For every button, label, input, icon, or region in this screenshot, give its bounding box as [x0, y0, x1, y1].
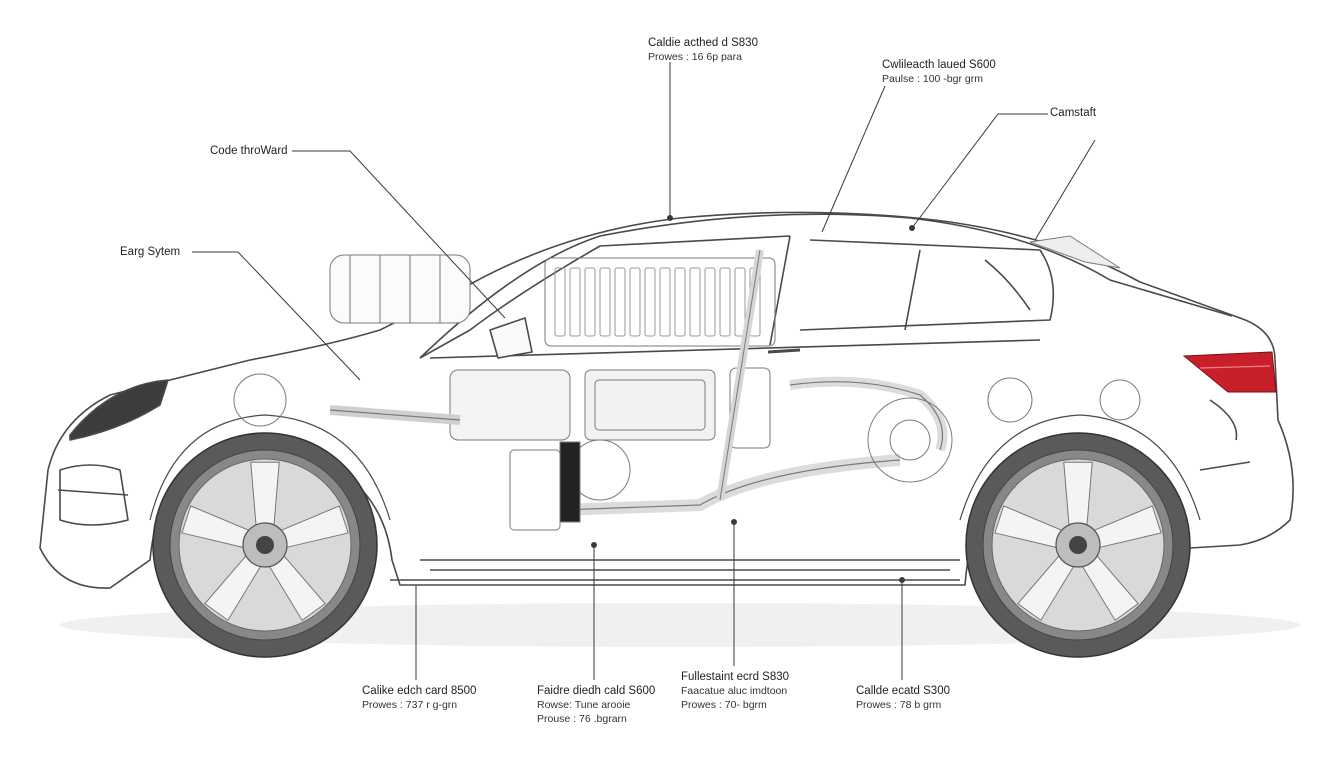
callout-text: Cwlileacth laued S600 [882, 59, 996, 71]
callout-text: Faacatue aluc imdtoon [681, 685, 788, 697]
internal-components [233, 235, 1141, 531]
callout-text: Prowes : 737 r g-grn [362, 699, 458, 711]
callout-text: Camstaft [1050, 107, 1097, 119]
callout-camshaft: Camstaft [1050, 106, 1096, 120]
wheel [965, 432, 1191, 658]
callout-text: Callde ecatd S300 [856, 685, 950, 697]
taillight [1182, 351, 1277, 393]
leader-lines [192, 62, 1096, 680]
callout-text: Faidre diedh cald S600 [537, 685, 656, 697]
wheel [152, 432, 378, 658]
callout-top-right: Cwlileacth laued S600 Paulse : 100 -bgr … [882, 58, 996, 86]
callout-text: Paulse : 100 -bgr grm [882, 73, 983, 85]
callout-earg-system: Earg Sytem [120, 245, 180, 259]
callout-text: Earg Sytem [120, 246, 181, 258]
callout-text: Prowes : 78 b grm [856, 699, 942, 711]
callout-text: Rowse: Tune arooie [537, 699, 631, 711]
callout-bottom-1: Calike edch card 8500 Prowes : 737 r g-g… [362, 684, 476, 712]
callout-text: Fullestaint ecrd S830 [681, 671, 790, 683]
callout-code-throward: Code throWard [210, 144, 288, 158]
callout-text: Calike edch card 8500 [362, 685, 477, 697]
wheels [152, 432, 1191, 658]
callout-bottom-4: Callde ecatd S300 Prowes : 78 b grm [856, 684, 950, 712]
callout-top-center: Caldie acthed d S830 Prowes : 16 6p para [648, 36, 758, 64]
callout-bottom-3: Fullestaint ecrd S830 Faacatue aluc imdt… [681, 670, 789, 712]
callout-text: Prowes : 16 6p para [648, 51, 742, 63]
callout-text: Prowes : 70- bgrm [681, 699, 767, 711]
callout-text: Caldie acthed d S830 [648, 37, 758, 49]
callout-text: Code throWard [210, 145, 288, 157]
callout-bottom-2: Faidre diedh cald S600 Rowse: Tune arooi… [537, 684, 655, 726]
car-body [39, 211, 1294, 589]
callout-text: Prouse : 76 .bgrarn [537, 713, 627, 725]
